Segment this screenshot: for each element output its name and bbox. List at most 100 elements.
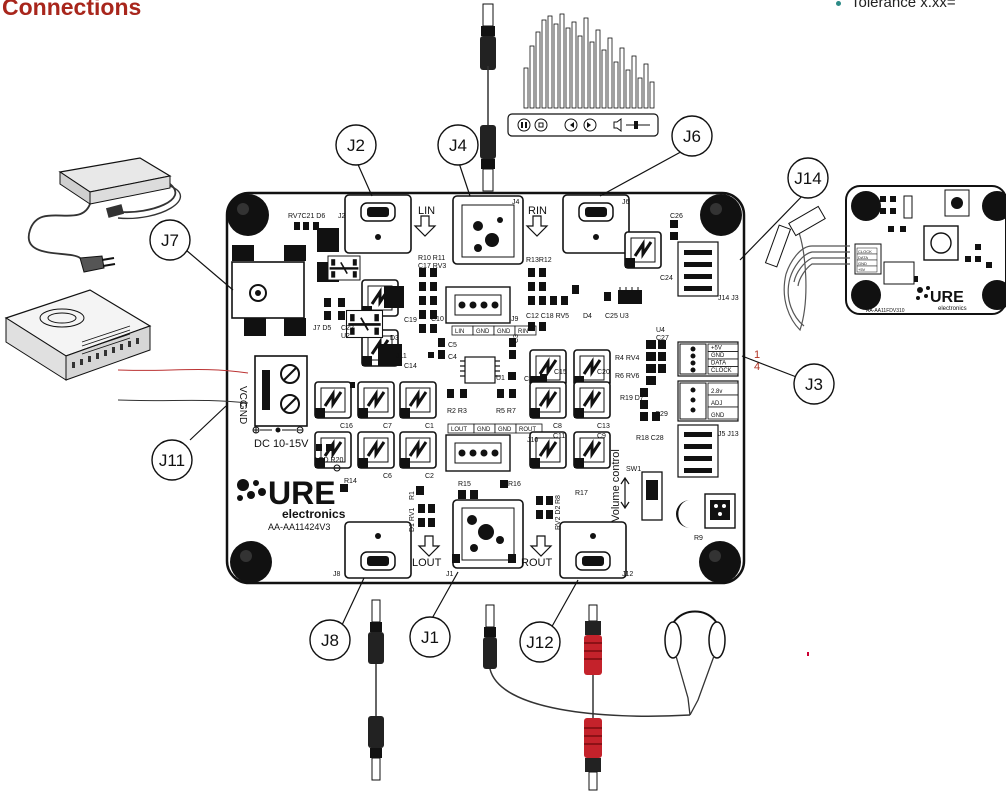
svg-text:R15: R15 [458, 481, 471, 488]
jack-j4[interactable] [452, 195, 524, 265]
pin-label: ROUT [519, 427, 536, 433]
svg-text:D3: D3 [390, 335, 399, 342]
page-title: Connections [2, 0, 142, 20]
svg-text:C8: C8 [553, 423, 562, 430]
chip-u1 [460, 356, 500, 384]
svg-text:R8: R8 [555, 495, 562, 504]
callout-j4: J4 [437, 124, 479, 166]
headphones-icon [664, 610, 726, 716]
pin-label: +5V [711, 346, 722, 352]
svg-text:R5 R7: R5 R7 [496, 408, 516, 415]
board-model: AA-AA11424V3 [268, 522, 330, 532]
peripheral-pin-label: CLOCK [858, 249, 872, 254]
power-adapter-icon [27, 157, 182, 273]
svg-text:C13: C13 [597, 423, 610, 430]
callout-label: J11 [159, 451, 185, 470]
svg-text:R19 D7: R19 D7 [620, 395, 644, 402]
svg-text:C15: C15 [554, 369, 567, 376]
callout-j8: J8 [309, 619, 351, 661]
svg-text:C11: C11 [553, 433, 565, 440]
jack-j2[interactable] [344, 194, 412, 254]
tolerance-note: Tolerance x.xx= [836, 0, 956, 11]
jack-j1[interactable] [452, 499, 524, 569]
chip-u3 [618, 287, 642, 304]
svg-text:J12: J12 [622, 571, 633, 578]
svg-text:C6: C6 [383, 473, 392, 480]
svg-text:C25 U3: C25 U3 [605, 313, 629, 320]
potentiometer-r9[interactable] [704, 493, 736, 529]
silkscreen-labels: RV7C21 D6 J2 J4 J6 C26 R10 R11 C17 RV3 R… [288, 199, 683, 578]
svg-text:C16: C16 [340, 423, 353, 430]
callout-j14: J14 [787, 157, 829, 199]
svg-text:RV2 D2: RV2 D2 [555, 506, 562, 530]
callout-label: J8 [321, 631, 339, 650]
j14-j3-label: J14 J3 [718, 295, 739, 302]
pin-label: GND [497, 329, 511, 335]
pin-label: GND [476, 329, 490, 335]
svg-text:C12 C18 RV5: C12 C18 RV5 [526, 313, 569, 320]
board-brand-sub: electronics [282, 507, 346, 521]
svg-text:C2: C2 [425, 473, 434, 480]
pin-label: LOUT [451, 427, 467, 433]
ribbon-cable [783, 229, 850, 332]
rca-cable [584, 604, 602, 791]
svg-text:J1: J1 [446, 571, 454, 578]
rin-arrow-icon [525, 215, 549, 237]
callout-label: J14 [794, 169, 821, 188]
connector-j14[interactable] [677, 241, 719, 297]
svg-text:C27: C27 [656, 335, 669, 342]
lout-label: LOUT [412, 557, 442, 569]
svg-text:C19: C19 [404, 317, 417, 324]
svg-text:J2: J2 [338, 213, 346, 220]
bullet-icon [836, 0, 841, 6]
peripheral-model: AA-AA11FDV310 [866, 308, 905, 314]
svg-text:C26: C26 [670, 213, 683, 220]
callout-j2: J2 [335, 124, 377, 166]
barrel-jack-j7[interactable] [231, 245, 306, 336]
svg-text:J7 D5: J7 D5 [313, 325, 331, 332]
svg-text:C20: C20 [597, 369, 610, 376]
pin-label: GND [711, 353, 725, 359]
top-audio-cable [480, 3, 496, 192]
svg-text:R4 RV4: R4 RV4 [615, 355, 639, 362]
svg-text:U2: U2 [341, 333, 350, 340]
svg-text:C3: C3 [513, 334, 520, 343]
svg-text:R10 R11: R10 R11 [418, 255, 445, 262]
callout-j7: J7 [149, 219, 191, 261]
pin-label: 2.8v [711, 389, 722, 395]
connector-j5[interactable] [677, 424, 719, 478]
terminal-block-j11[interactable] [254, 355, 308, 427]
svg-text:J8: J8 [333, 571, 341, 578]
switch-sw1[interactable] [620, 471, 663, 521]
svg-text:U1: U1 [496, 375, 505, 382]
svg-text:C14: C14 [404, 363, 417, 370]
callout-label: J2 [347, 136, 365, 155]
svg-text:D4: D4 [583, 313, 592, 320]
svg-text:R1: R1 [409, 491, 416, 500]
lout-arrow-icon [417, 535, 441, 557]
j5-j13-label: J5 J13 [718, 431, 739, 438]
jack-j6[interactable] [562, 194, 630, 254]
headphone-cable [483, 604, 691, 717]
pin-label: DATA [711, 361, 726, 367]
music-player-icon [507, 13, 659, 137]
svg-text:C1: C1 [425, 423, 434, 430]
svg-text:R13R12: R13R12 [526, 257, 552, 264]
callout-label: J1 [421, 628, 439, 647]
r9-label: R9 [694, 535, 703, 542]
lin-label: LIN [418, 205, 435, 217]
peripheral-pin-label: +5V [858, 267, 866, 272]
gnd-label: GND [237, 402, 248, 424]
svg-text:R16: R16 [508, 481, 521, 488]
svg-text:R18 C28: R18 C28 [636, 435, 664, 442]
peripheral-pin-label: GND [858, 261, 867, 266]
vcc-label: VCC [237, 386, 248, 407]
board-brand: URE [268, 475, 336, 511]
svg-text:RV7C21 D6: RV7C21 D6 [288, 213, 325, 220]
